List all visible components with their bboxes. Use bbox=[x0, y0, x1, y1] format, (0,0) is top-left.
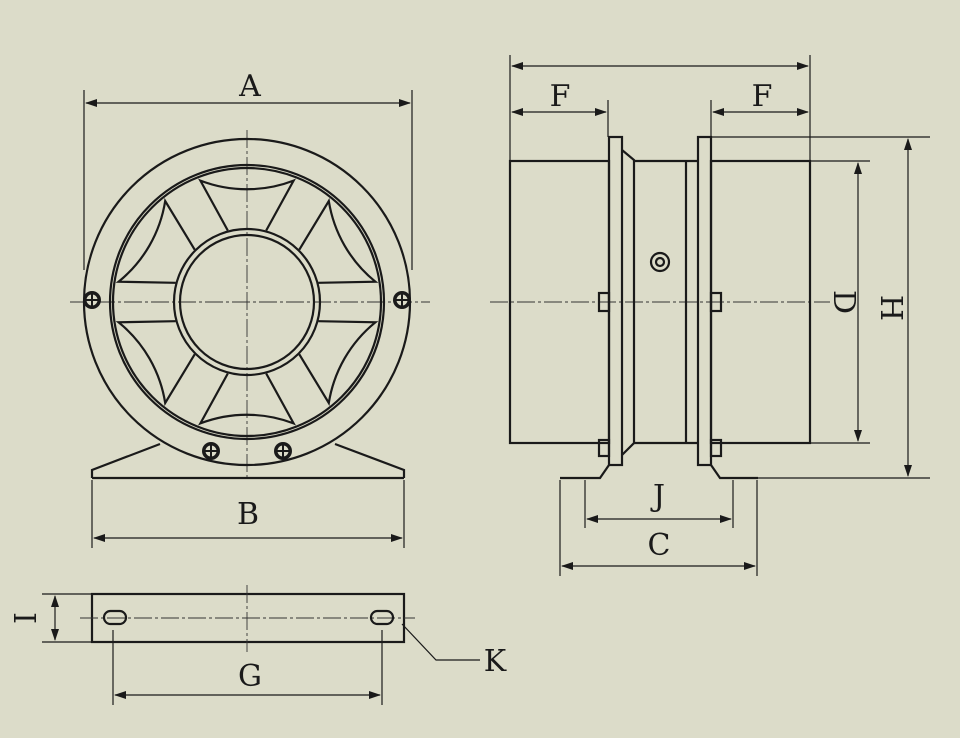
fan-blade bbox=[298, 197, 379, 284]
bolt-icon bbox=[202, 442, 220, 460]
bolt-icon bbox=[83, 291, 101, 309]
fan-blade bbox=[197, 372, 297, 426]
leader-k bbox=[401, 623, 480, 661]
bolt-icon bbox=[274, 442, 292, 460]
fan-blade bbox=[197, 178, 297, 232]
side-view bbox=[490, 135, 830, 480]
label-a: A bbox=[238, 69, 261, 104]
label-c: C bbox=[648, 528, 671, 563]
inner-ring bbox=[108, 163, 386, 441]
label-k: K bbox=[484, 644, 507, 679]
fan-blades bbox=[115, 178, 379, 426]
motor-hub bbox=[172, 227, 322, 377]
label-g: G bbox=[238, 659, 262, 694]
base-plate bbox=[80, 585, 415, 652]
label-f-left: F bbox=[550, 79, 571, 114]
fan-blade bbox=[115, 320, 196, 407]
bolt-icon bbox=[393, 291, 411, 309]
front-view bbox=[70, 130, 430, 480]
label-j: J bbox=[650, 479, 665, 514]
label-d: D bbox=[826, 290, 861, 314]
fan-blade bbox=[298, 320, 379, 407]
label-f-right: F bbox=[752, 79, 773, 114]
label-i: I bbox=[6, 612, 41, 624]
label-b: B bbox=[237, 497, 259, 532]
label-h: H bbox=[873, 295, 908, 321]
fan-blade bbox=[115, 197, 196, 284]
bolts bbox=[83, 291, 411, 460]
